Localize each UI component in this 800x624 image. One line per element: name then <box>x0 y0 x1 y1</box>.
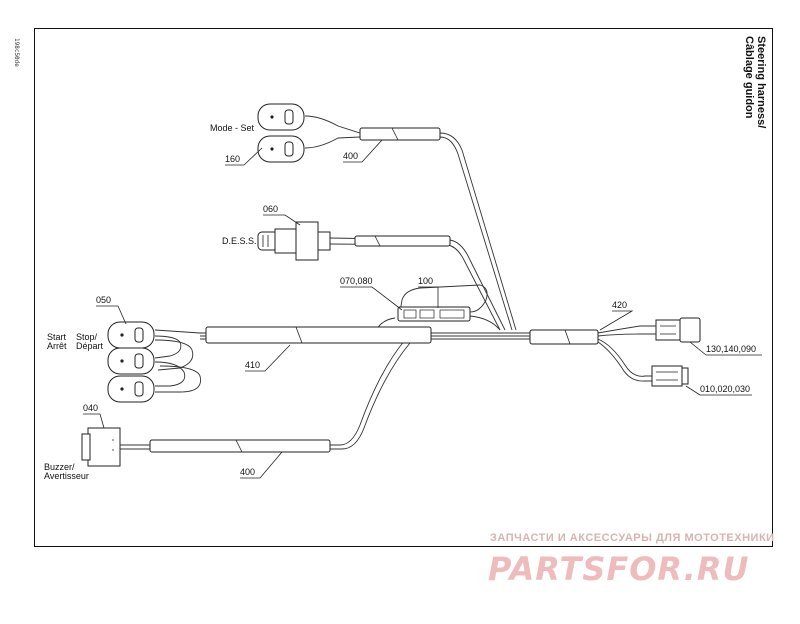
right-connectors <box>651 317 701 387</box>
callout-050: 050 <box>96 295 111 305</box>
label-mode-set: Mode - Set <box>210 123 255 133</box>
sleeves <box>149 127 599 453</box>
callout-410: 410 <box>245 360 260 370</box>
callout-leaders <box>83 139 762 479</box>
watermark-brand: PARTSFOR.RU <box>488 550 749 588</box>
wires <box>120 115 656 450</box>
callout-420: 420 <box>612 300 627 310</box>
dess-connector <box>257 221 331 261</box>
callout-400-top: 400 <box>343 151 358 161</box>
callout-010-020-030: 010,020,030 <box>700 384 750 394</box>
diagram-title: Steering harness/ Câblage guidon <box>743 36 767 128</box>
callout-040: 040 <box>83 403 98 413</box>
watermark-tagline: ЗАПЧАСТИ И АКСЕССУАРЫ ДЛЯ МОТОТЕХНИКИ <box>490 532 775 544</box>
label-depart: Départ <box>76 341 104 351</box>
label-avertisseur: Avertisseur <box>44 471 89 481</box>
label-buzzer: Buzzer/ <box>44 462 75 472</box>
label-start: Start <box>47 332 67 342</box>
watermark: ЗАПЧАСТИ И АКСЕССУАРЫ ДЛЯ МОТОТЕХНИКИ PA… <box>488 532 775 588</box>
callout-100: 100 <box>418 276 433 286</box>
document-code: 198c50de <box>13 38 20 67</box>
buzzer <box>81 427 121 467</box>
callout-070-080: 070,080 <box>340 276 373 286</box>
module-100 <box>397 306 471 322</box>
callout-130-140-090: 130,140,090 <box>706 344 756 354</box>
label-dess: D.E.S.S. <box>222 236 257 246</box>
mode-set-switches <box>257 103 305 163</box>
component-labels: Mode - Set D.E.S.S. Start Arrêt Stop/ Dé… <box>44 123 257 481</box>
callout-160: 160 <box>225 154 240 164</box>
title-line-2: Câblage guidon <box>743 36 755 119</box>
callout-060: 060 <box>263 204 278 214</box>
label-arret: Arrêt <box>47 341 67 351</box>
start-stop-switches <box>107 321 155 403</box>
callout-400-bottom: 400 <box>240 467 255 477</box>
callouts: 160 400 060 070,080 100 050 410 420 130,… <box>83 151 756 477</box>
drawing-frame <box>34 28 773 547</box>
label-stop: Stop/ <box>76 332 98 342</box>
title-line-1: Steering harness/ <box>755 36 767 128</box>
